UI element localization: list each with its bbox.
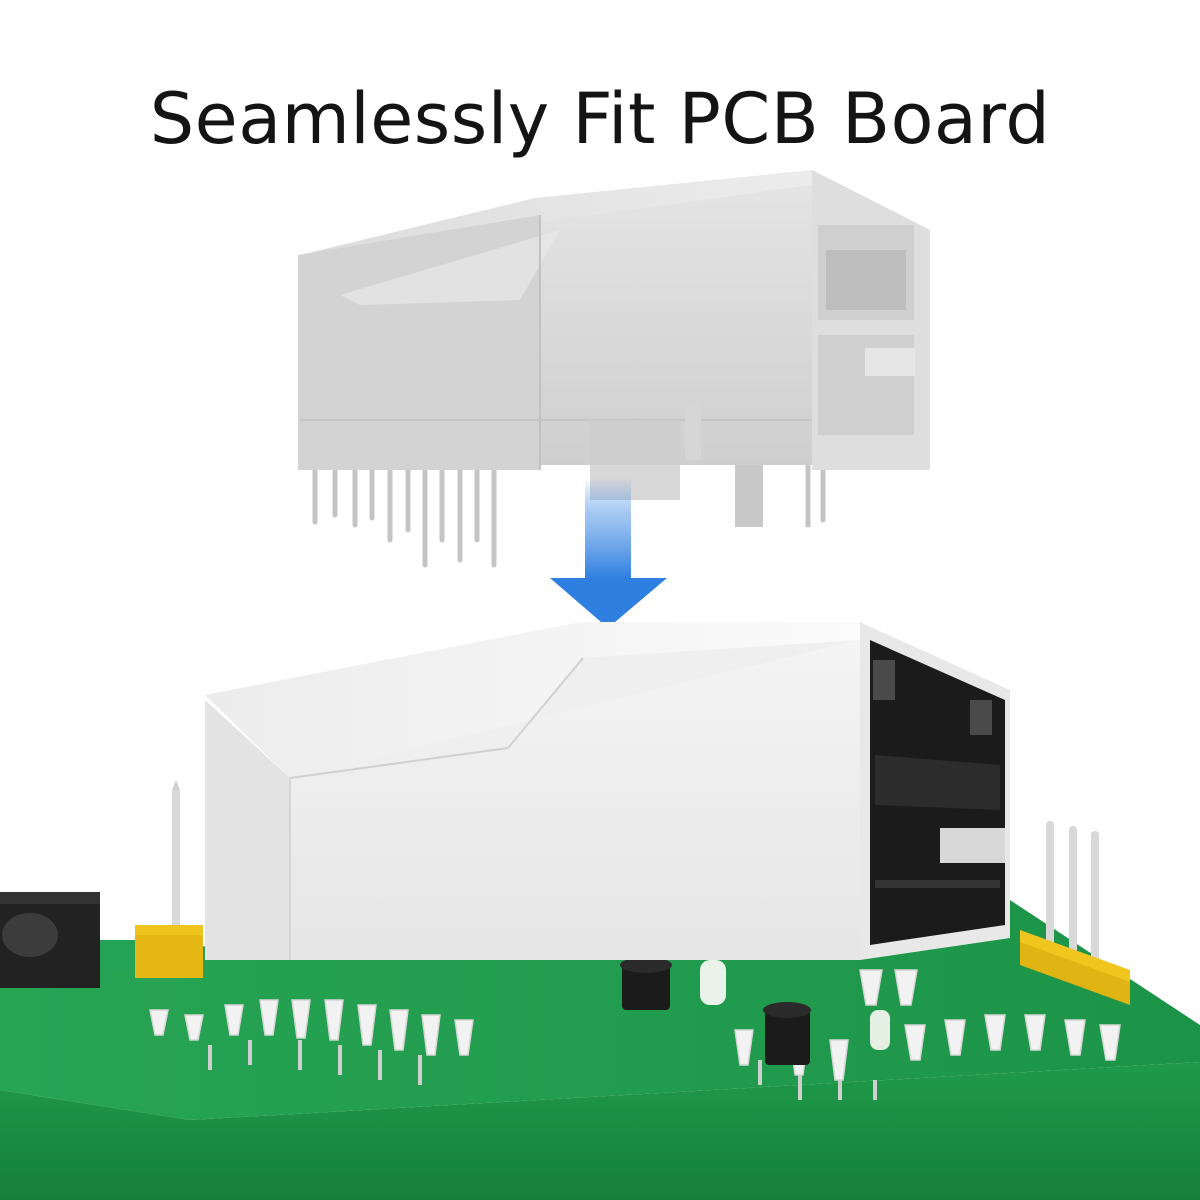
top-rj45-connector xyxy=(298,170,930,568)
right-pin-header xyxy=(1020,821,1130,1005)
pcb-component xyxy=(100,940,135,970)
tactile-push-button xyxy=(0,892,100,988)
left-pin-header xyxy=(135,780,203,978)
top-connector-pins xyxy=(312,457,826,568)
mounted-rj45-connector xyxy=(205,622,1010,960)
pcb-solder-pins xyxy=(149,969,1121,1081)
down-arrow-icon xyxy=(550,478,667,628)
headline: Seamlessly Fit PCB Board xyxy=(149,78,1051,160)
